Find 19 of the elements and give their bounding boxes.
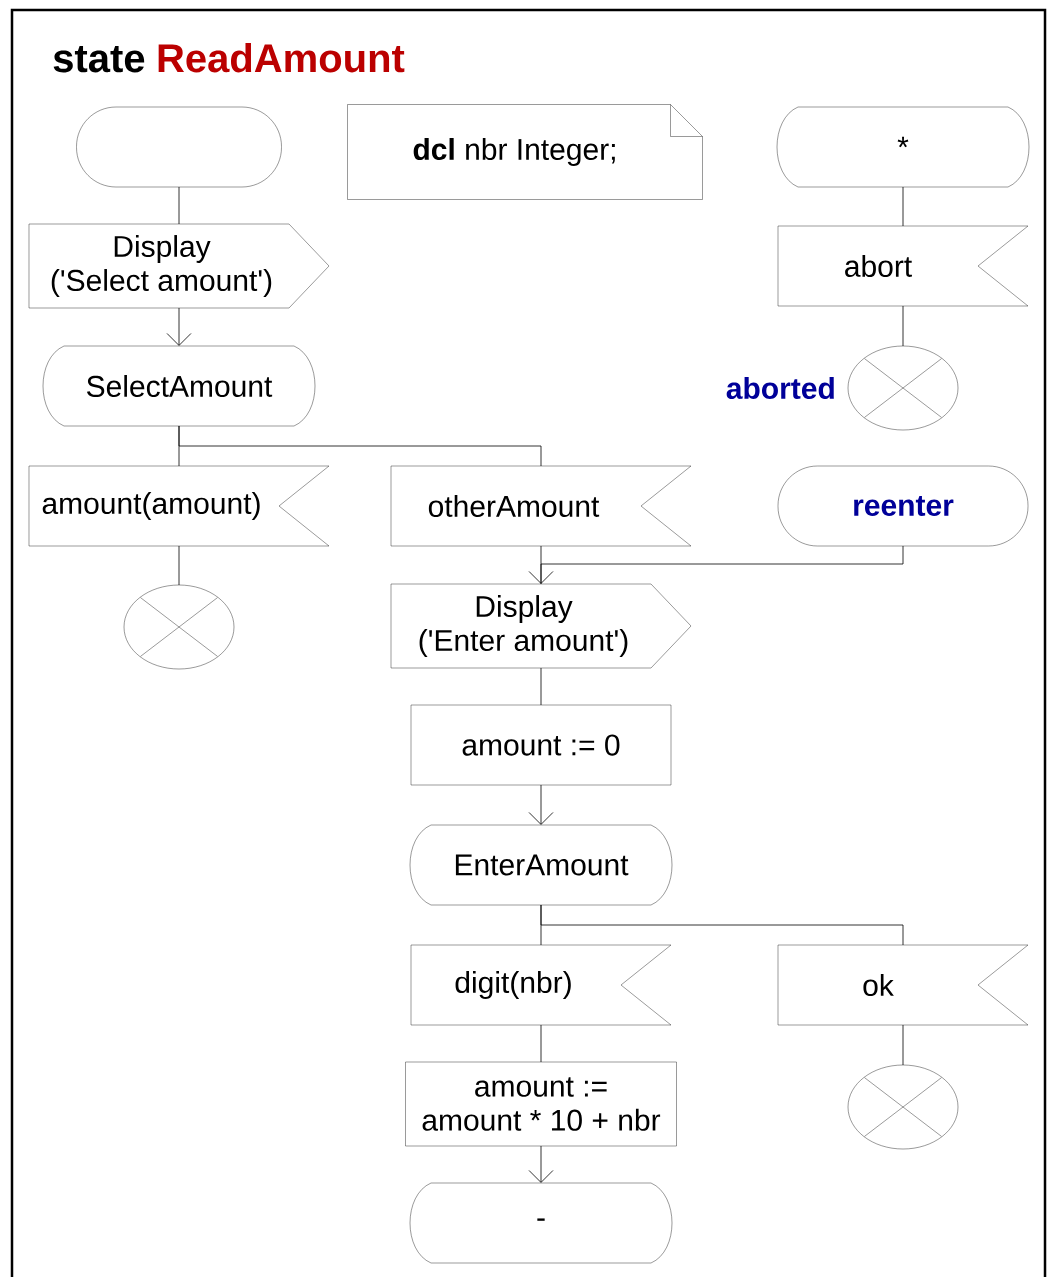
exit-label: aborted: [726, 377, 834, 400]
start-symbol: [76, 106, 282, 188]
connector-line: [178, 545, 180, 586]
connector-line: [178, 186, 180, 225]
connector-line: [902, 1024, 904, 1066]
connector-line: [540, 1024, 542, 1063]
stop-symbol: [123, 584, 235, 670]
connector-line: [178, 425, 542, 467]
connector-line: [902, 186, 904, 227]
keyword: state: [53, 45, 145, 73]
arrow: [166, 307, 192, 346]
connector-line: [540, 904, 904, 946]
connector-line: [540, 667, 542, 706]
arrow: [528, 784, 554, 825]
arrow: [528, 1145, 554, 1183]
title: ReadAmount: [158, 43, 405, 73]
stop-symbol: [847, 1064, 959, 1150]
connector-line: [902, 305, 904, 347]
arrow: [528, 545, 904, 584]
